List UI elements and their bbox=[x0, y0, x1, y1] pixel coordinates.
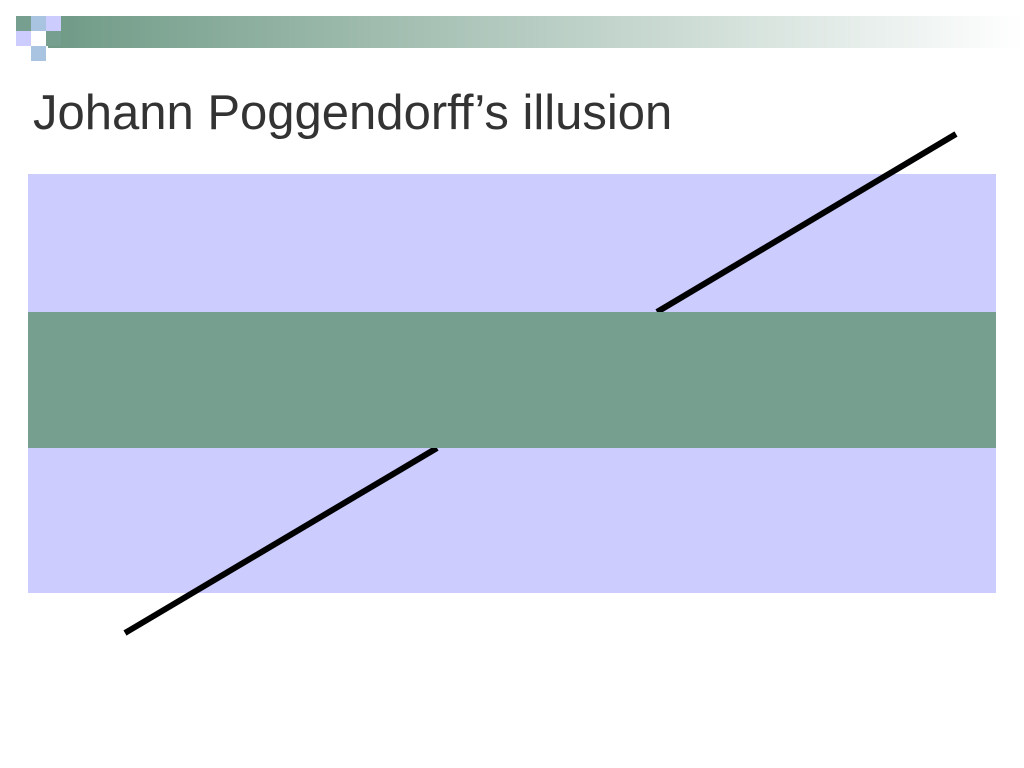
lower-line-segment bbox=[123, 445, 439, 636]
header-gradient-bar bbox=[48, 16, 1024, 48]
slide-title: Johann Poggendorff’s illusion bbox=[33, 86, 673, 140]
deco-square-lightblue bbox=[31, 16, 46, 31]
deco-square-lavender bbox=[16, 31, 31, 46]
deco-square-lightblue-bottom bbox=[31, 46, 46, 61]
deco-square-blue bbox=[46, 16, 61, 31]
bottom-band bbox=[28, 448, 996, 593]
middle-occluding-band bbox=[28, 312, 996, 448]
upper-line-segment bbox=[655, 131, 958, 315]
deco-square-green-mid bbox=[46, 31, 61, 46]
top-band bbox=[28, 174, 996, 312]
deco-square-green bbox=[16, 16, 31, 31]
